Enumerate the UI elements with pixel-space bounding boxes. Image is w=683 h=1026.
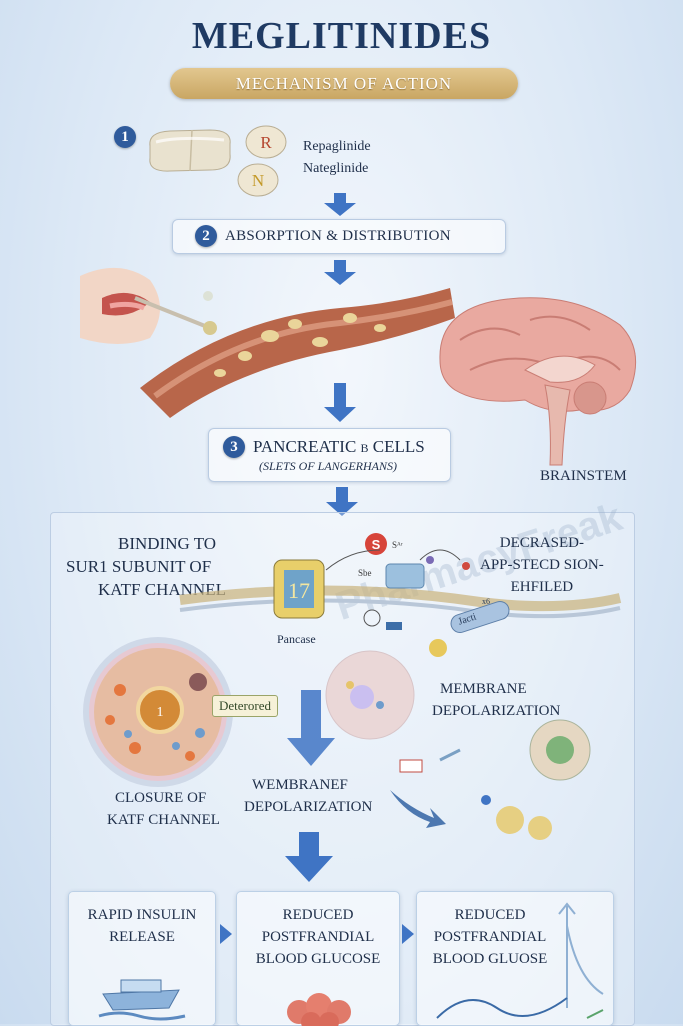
outcome-1-line-2: RELEASE xyxy=(109,929,175,945)
arrow-down-icon xyxy=(324,383,356,422)
glucose-curve-icon xyxy=(436,902,604,1019)
pill-n-icon: N xyxy=(237,163,279,197)
beta-cell-illustration: 1 xyxy=(83,637,233,787)
outcome-2-line-2: POSTFRANDIAL xyxy=(261,929,375,945)
outcome-3-line-2: POSTFRANDIAL xyxy=(433,929,547,945)
x6-text: x6 xyxy=(482,597,490,606)
katp-channel-icon: 17 xyxy=(273,559,325,619)
pills-illustration: R N xyxy=(149,125,287,197)
outcome-2-text: REDUCED POSTFRANDIAL BLOOD GLUCOSE xyxy=(243,904,393,970)
wembranef-line-2: DEPOLARIZATION xyxy=(244,799,373,815)
sbe-text: Sbe xyxy=(358,568,372,578)
chevron-right-icon xyxy=(220,924,232,944)
outcome-1-text: RAPID INSULIN RELEASE xyxy=(81,904,203,948)
decrased-line-2: APP-STECD SION- xyxy=(480,557,604,573)
closure-line-2: KATF CHANNEL xyxy=(107,812,220,828)
binding-line-2: SUR1 SUBUNIT OF xyxy=(66,557,212,576)
decrased-line-1: DECRASED- xyxy=(499,535,584,551)
outcome-2-line-1: REDUCED xyxy=(282,907,354,923)
insulin-granules-illustration xyxy=(399,719,591,840)
drug-nateglinide: Nateglinide xyxy=(303,161,369,176)
arrow-down-icon xyxy=(285,832,333,882)
step-2-box: 2 ABSORPTION & DISTRIBUTION xyxy=(172,219,506,254)
page-title: MEGLITINIDES xyxy=(191,15,492,57)
decrased-text: DECRASED- APP-STECD SION- EHFILED xyxy=(480,532,604,598)
membrane-cell-illustration xyxy=(325,650,415,740)
pill-letter-r: R xyxy=(260,133,272,152)
brain-icon xyxy=(439,297,637,466)
chevron-right-icon xyxy=(402,924,414,944)
ship-icon xyxy=(98,979,186,1021)
step-3-box: 3 PANCREATIC β CELLS (SLETS OF LANGERHAN… xyxy=(208,428,451,482)
membrane-line-2: DEPOLARIZATION xyxy=(432,703,561,719)
membrane-depolarization-text: MEMBRANE DEPOLARIZATION xyxy=(432,678,560,722)
deterored-tag: Deterored xyxy=(212,695,278,717)
cell-number: 1 xyxy=(157,705,164,720)
step-3-sublabel: (SLETS OF LANGERHANS) xyxy=(259,459,397,473)
membrane-channel-illustration: 17 S Sᴬʳ Sbe Jacti x6 xyxy=(179,533,622,657)
brain-illustration xyxy=(439,297,637,466)
decrased-line-3: EHFILED xyxy=(510,579,574,595)
outcome-3-text: REDUCED POSTFRANDIAL BLOOD GLUOSE xyxy=(425,904,555,970)
membrane-line-1: MEMBRANE xyxy=(440,681,527,697)
outcome-2-line-3: BLOOD GLUCOSE xyxy=(255,951,381,967)
arrow-down-icon xyxy=(324,193,356,216)
step-3-number: 3 xyxy=(223,436,245,458)
pill-r-icon: R xyxy=(245,125,287,159)
pill-letter-n: N xyxy=(252,171,264,190)
beta-cell-icon xyxy=(83,637,233,787)
s-badge-letter: S xyxy=(372,537,381,552)
blood-vessel-icon xyxy=(140,288,455,418)
step-2-label: ABSORPTION & DISTRIBUTION xyxy=(225,228,451,244)
tablet-icon xyxy=(149,129,231,172)
outcome-3-line-3: BLOOD GLUOSE xyxy=(432,951,548,967)
drug-repaglinide: Repaglinide xyxy=(303,139,371,154)
pancase-text: Pancase xyxy=(277,632,316,646)
outcome-card-insulin-release: RAPID INSULIN RELEASE xyxy=(68,891,216,1026)
step-1-number: 1 xyxy=(114,126,136,148)
arrow-down-icon xyxy=(324,260,356,285)
arrow-down-icon xyxy=(326,487,358,516)
arrow-down-icon xyxy=(287,690,335,766)
jacti-text: Jacti xyxy=(457,611,478,627)
subtitle-banner: MECHANISM OF ACTION xyxy=(170,68,518,99)
drug-molecule-icon: Jacti x6 xyxy=(429,597,510,657)
outcome-card-reduced-glucose-2: REDUCED POSTFRANDIAL BLOOD GLUOSE xyxy=(416,891,614,1026)
wembranef-text: WEMBRANEF DEPOLARIZATION xyxy=(244,774,372,818)
s-badge-text: Sᴬʳ xyxy=(392,540,403,550)
step-3-label: PANCREATIC β CELLS xyxy=(253,437,425,456)
outcome-card-reduced-glucose-1: REDUCED POSTFRANDIAL BLOOD GLUCOSE xyxy=(236,891,400,1026)
step-2-number: 2 xyxy=(195,225,217,247)
outcome-1-line-1: RAPID INSULIN xyxy=(87,907,197,923)
arrow-right-icon xyxy=(390,790,446,828)
closure-text: CLOSURE OF KATF CHANNEL xyxy=(107,787,220,831)
cell-cluster-icon xyxy=(287,993,351,1026)
outcome-3-line-1: REDUCED xyxy=(454,907,526,923)
closure-line-1: CLOSURE OF xyxy=(115,790,207,806)
channel-glyph: 17 xyxy=(288,578,310,603)
absorption-illustration xyxy=(80,267,455,418)
brainstem-label: BRAINSTEM xyxy=(540,468,627,484)
wembranef-line-1: WEMBRANEF xyxy=(252,777,348,793)
s-badge-icon: S xyxy=(365,533,387,555)
mouth-icon xyxy=(80,267,217,344)
binding-line-1: BINDING TO xyxy=(118,534,217,553)
